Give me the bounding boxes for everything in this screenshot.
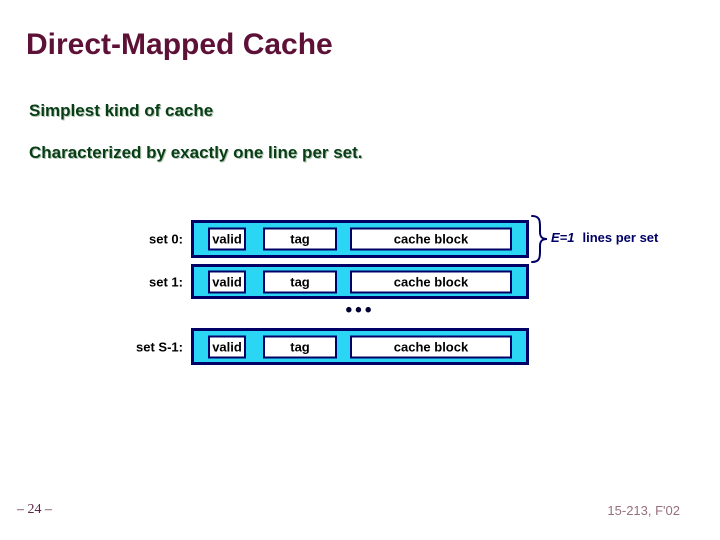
valid-field: valid [208, 335, 246, 358]
cache-block-field: cache block [350, 335, 512, 358]
cache-block-field: cache block [350, 227, 512, 251]
lines-per-set-label: lines per set [582, 230, 659, 245]
valid-field: valid [208, 270, 246, 293]
course-footer: 15-213, F'02 [607, 503, 680, 518]
cache-line-box-0: valid tag cache block [191, 220, 529, 258]
brace-icon [531, 215, 548, 263]
set-label-0: set 0: [149, 231, 183, 247]
cache-set-row-s1: set S-1: valid tag cache block [0, 328, 720, 365]
tag-field: tag [263, 270, 337, 293]
cache-line-box-1: valid tag cache block [191, 264, 529, 299]
page-number: – 24 – [17, 502, 52, 517]
tag-field: tag [263, 227, 337, 251]
cache-line-box-s1: valid tag cache block [191, 328, 529, 365]
lines-per-set-annotation: E=1 lines per set [551, 230, 658, 245]
set-label-1: set 1: [149, 274, 183, 289]
ellipsis-dots: ••• [345, 300, 375, 321]
valid-field: valid [208, 227, 246, 251]
bullet-line-1: Simplest kind of cache [29, 101, 214, 120]
set-label-s1: set S-1: [136, 339, 183, 354]
cache-block-field: cache block [350, 270, 512, 293]
e-equals-1-label: E=1 [551, 230, 575, 245]
cache-set-row-0: set 0: valid tag cache block [0, 220, 720, 258]
cache-set-row-1: set 1: valid tag cache block [0, 264, 720, 299]
bullet-line-2: Characterized by exactly one line per se… [29, 143, 363, 162]
page-title: Direct-Mapped Cache [26, 28, 333, 61]
tag-field: tag [263, 335, 337, 358]
